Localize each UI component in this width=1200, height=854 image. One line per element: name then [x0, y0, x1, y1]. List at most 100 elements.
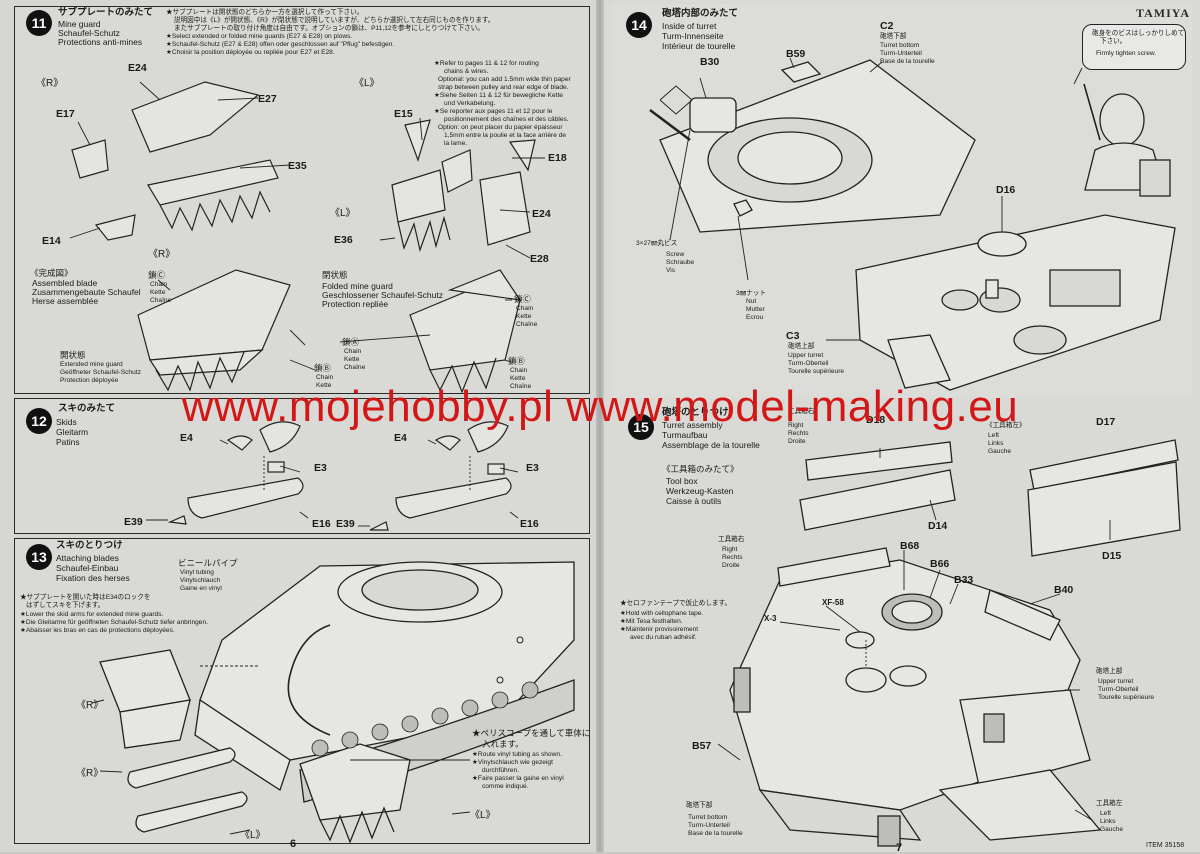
step-11-note-en-1: ★Select extended or folded mine guards (… [166, 33, 353, 40]
label-e36: E36 [334, 234, 353, 246]
chain-a-de: Kette [344, 356, 360, 363]
tape-de: ★Mit Tesa festhalten. [620, 618, 683, 625]
step-11-note-jp-2: 説明図中は《L》が開状態、《R》が閉状態で説明していますが、どちらか選択して左右… [174, 17, 495, 24]
step-13-title-de: Schaufel-Einbau [56, 563, 119, 573]
step-11-note-en-2b: chains & wires. [444, 68, 489, 75]
step-13-title-jp: スキのとりつけ [56, 540, 123, 551]
toolbox-fr: Caisse à outils [666, 496, 722, 506]
nut-en: Nut [746, 298, 757, 305]
step-11-note-fr-2e: la lame. [444, 140, 468, 147]
step-15-title-jp: 砲塔のとりつけ [662, 407, 729, 418]
toolbox-de: Werkzeug-Kasten [666, 486, 734, 496]
chain-b-de-b: Kette [510, 375, 526, 382]
peri-en: ★Route vinyl tubing as shown. [472, 751, 562, 758]
step-12-title-fr: Patins [56, 437, 80, 447]
nut-jp: 3㎜ナット [736, 290, 767, 297]
screw-en: Screw [666, 251, 685, 258]
step-12-number: 12 [26, 408, 52, 434]
bubble-jp-1: 砲身をのビスはしっかりしめて [1092, 30, 1185, 37]
step-11-note-de-1: ★Schaufel-Schutz (E27 & E28) offen oder … [166, 41, 395, 48]
tape-fr-2: avec du ruban adhésif. [630, 634, 697, 641]
tape-en: ★Hold with cellophane tape. [620, 610, 704, 617]
vinyl-fr: Gaine en vinyl [180, 585, 222, 592]
chain-c-de-b: Kette [516, 313, 532, 320]
label-r-13b: 《R》 [76, 768, 104, 779]
bottom-jp: 砲塔下部 [686, 802, 713, 809]
chain-c-en-a: Chain [150, 281, 168, 288]
upper-fr: Tourelle supérieure [1098, 694, 1155, 701]
c3-fr: Tourelle supérieure [788, 368, 845, 375]
assembled-fr: Herse assemblée [32, 296, 99, 306]
step-11-note-jp-1: ★サブプレートは開状態のどちらか一方を選択して作って下さい。 [166, 9, 364, 16]
lower-jp-1: ★サブプレートを開いた時はE34のロックを [20, 594, 151, 601]
left-box2-fr: Gauche [1100, 826, 1124, 833]
label-d14: D14 [928, 520, 948, 532]
step-11-note-fr-2b: positionnement des chaînes et des câbles… [444, 116, 569, 123]
step-12-title-en: Skids [56, 417, 77, 427]
right2-jp: 工具箱右 [718, 536, 745, 543]
chain-c-en-b: Chain [516, 305, 534, 312]
c3-en: Upper turret [788, 352, 824, 359]
extended-de: Geöffneter Schaufel-Schutz [60, 369, 141, 376]
label-l-11a: 《L》 [354, 78, 380, 89]
screw-jp: 3×27㎜丸ビス [636, 240, 678, 247]
label-x3: X-3 [764, 614, 777, 623]
bottom-de: Turm-Unterteil [688, 822, 730, 829]
step-11-note-en-2a: ★Refer to pages 11 & 12 for routing [434, 60, 539, 67]
vinyl-jp: ビニールパイプ [178, 558, 238, 568]
screw-fr: Vis [666, 267, 676, 274]
step-14-title-en: Inside of turret [662, 21, 717, 31]
label-l-11b: 《L》 [330, 208, 356, 219]
vinyl-en: Vinyl tubing [180, 569, 214, 576]
chain-b-en-a: Chain [316, 374, 334, 381]
right2-en: Right [722, 546, 738, 553]
chain-b-jp-b: 鎖Ⓑ [508, 356, 526, 366]
c3-de: Turm-Oberteil [788, 360, 829, 367]
step-15-number: 15 [628, 414, 654, 440]
right-box-de: Rechts [788, 430, 809, 437]
assembled-en: Assembled blade [32, 278, 98, 288]
label-l-13b: 《L》 [470, 810, 496, 821]
tape-fr-1: ★Maintenir provisoirement [620, 626, 699, 633]
left-box-jp: 《工具箱左》 [986, 422, 1026, 429]
label-b30: B30 [700, 56, 720, 68]
left-box-fr: Gauche [988, 448, 1012, 455]
c2-fr: Base de la tourelle [880, 58, 935, 65]
chain-a-jp: 鎖Ⓐ [342, 337, 360, 347]
upper-en: Upper turret [1098, 678, 1134, 685]
label-e39-b: E39 [336, 518, 355, 530]
item-code: ITEM 35158 [1146, 842, 1185, 849]
watermark-text: www.mojehobby.pl www.model-making.eu [181, 382, 1019, 431]
step-11-mine-guard-drawing [69, 81, 545, 394]
right-box-en: Right [788, 422, 804, 429]
label-e4-b: E4 [394, 432, 407, 444]
chain-c-fr-b: Chaîne [516, 321, 538, 328]
label-e16-b: E16 [520, 518, 539, 530]
step-14-title-fr: Intérieur de tourelle [662, 41, 736, 51]
page-number-right: 7 [896, 842, 903, 854]
step-11-note-en-2d: strap between pulley and rear edge of bl… [438, 84, 569, 91]
chain-a-en: Chain [344, 348, 362, 355]
bubble-jp-2: 下さい。 [1100, 38, 1127, 45]
label-d18: D18 [866, 414, 886, 426]
step-11-note-de-2b: und Verkabelung. [444, 100, 496, 107]
left-box2-de: Links [1100, 818, 1116, 825]
c2-en: Turret bottom [880, 42, 920, 49]
label-e14: E14 [42, 235, 61, 247]
c2-jp: 砲塔下部 [880, 33, 907, 40]
step-11-note-fr-1: ★Choisir la position déployée ou repliée… [166, 49, 335, 56]
assembled-de: Zusammengebaute Schaufel [32, 287, 141, 297]
peri-fr-2: comme indiqué. [482, 783, 529, 790]
step-11-number: 11 [26, 10, 52, 36]
label-e27: E27 [258, 93, 277, 105]
step-11-title-de: Schaufel-Schutz [58, 28, 120, 38]
chain-c-jp-b: 鎖Ⓒ [514, 294, 532, 304]
chain-c-jp-a: 鎖Ⓒ [148, 270, 166, 280]
step-11-note-de-2a: ★Siehe Seiten 11 & 12 für bewegliche Ket… [434, 92, 563, 99]
screw-de: Schraube [666, 259, 695, 266]
label-e3-b: E3 [526, 462, 539, 474]
label-b57: B57 [692, 740, 712, 752]
folded-de: Geschlossener Schaufel-Schutz [322, 290, 443, 300]
chain-b-en-b: Chain [510, 367, 528, 374]
bubble-en: Firmly tighten screw. [1096, 50, 1157, 57]
